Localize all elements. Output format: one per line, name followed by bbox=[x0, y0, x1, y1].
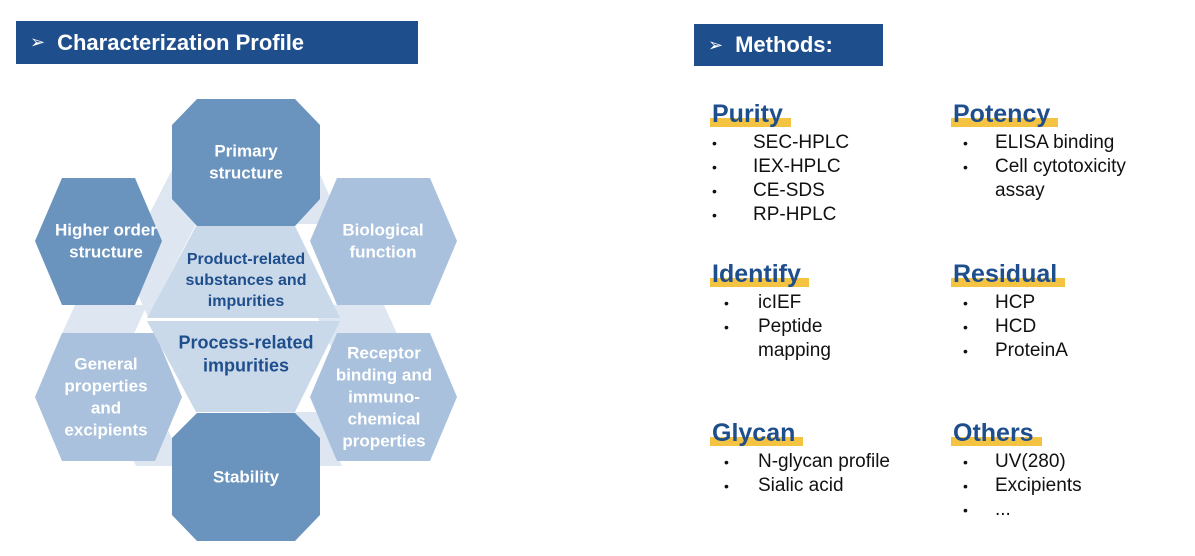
hexagon-shape bbox=[310, 178, 457, 305]
list-item: •Peptide mapping bbox=[724, 316, 831, 361]
list-item: •Excipients bbox=[963, 475, 1082, 496]
method-residual: Residual •HCP •HCD •ProteinA bbox=[951, 259, 1153, 363]
banner-title: Methods: bbox=[735, 32, 833, 57]
hexagon-label: Biological bbox=[342, 220, 423, 239]
hexagon-label: Product-related bbox=[187, 251, 305, 268]
hexagon-biological: Biological function bbox=[310, 178, 457, 305]
list-item: •HCD bbox=[963, 316, 1037, 337]
hexagon-label: immuno- bbox=[348, 387, 420, 406]
list-item: •icIEF bbox=[724, 292, 802, 313]
list-item: •HCP bbox=[963, 292, 1036, 313]
glycan-list: •N-glycan profile •Sialic acid bbox=[712, 450, 932, 498]
hexagon-label: Receptor bbox=[347, 343, 421, 362]
method-glycan: Glycan •N-glycan profile •Sialic acid bbox=[710, 418, 932, 498]
list-item: •RP-HPLC bbox=[712, 204, 837, 225]
hexagon-primary: Primary structure bbox=[172, 99, 320, 226]
list-item: •CE-SDS bbox=[712, 180, 825, 201]
hexagon-label: structure bbox=[69, 242, 143, 261]
hexagon-shape bbox=[172, 99, 320, 226]
list-item: •ELISA binding bbox=[963, 132, 1115, 153]
title-highlight bbox=[710, 278, 809, 287]
list-item: •Sialic acid bbox=[724, 475, 844, 496]
hexagon-label: and bbox=[91, 398, 121, 417]
hexagon-shape bbox=[147, 226, 340, 318]
hexagon-label: Process-related bbox=[178, 332, 313, 352]
arrow-bullet-icon: ➢ bbox=[708, 34, 724, 55]
list-item: •SEC-HPLC bbox=[712, 132, 850, 153]
list-item: •ProteinA bbox=[963, 340, 1068, 361]
hexagon-label: General bbox=[74, 354, 137, 373]
hexagon-product: Product-related substances and impurities bbox=[147, 226, 340, 318]
title-highlight bbox=[710, 437, 804, 446]
hexagon-shape bbox=[147, 321, 340, 412]
method-others: Others •UV(280) •Excipients •... bbox=[951, 418, 1153, 522]
hexagon-shape bbox=[172, 413, 320, 541]
hexagon-shape bbox=[35, 178, 162, 305]
residual-title: Residual bbox=[951, 259, 1066, 289]
hexagon-label: substances and bbox=[186, 272, 307, 289]
hexagon-label: impurities bbox=[208, 293, 285, 310]
hexagon-label: excipients bbox=[64, 420, 147, 439]
method-identify: Identify •icIEF •Peptide mapping bbox=[710, 259, 857, 363]
list-item: •IEX-HPLC bbox=[712, 156, 841, 177]
hexagon-label: Primary bbox=[214, 141, 278, 160]
list-item: •... bbox=[963, 499, 1011, 520]
method-potency: Potency •ELISA binding •Cell cytotoxicit… bbox=[951, 99, 1158, 203]
hexagon-stability: Stability bbox=[172, 413, 320, 541]
hexagon-receptor: Receptor binding and immuno-chemical proper… bbox=[310, 333, 457, 461]
title-highlight bbox=[951, 437, 1042, 446]
identify-title: Identify bbox=[710, 259, 809, 289]
hexagon-label: chemical bbox=[348, 409, 421, 428]
hexagon-label: binding and bbox=[336, 365, 432, 384]
methods-banner: ➢ Methods: bbox=[694, 24, 883, 66]
banner-title: Characterization Profile bbox=[57, 29, 305, 55]
hexagon-label: structure bbox=[209, 163, 283, 182]
characterization-profile-banner: ➢ Characterization Profile bbox=[16, 21, 418, 64]
hexagon-label: impurities bbox=[203, 355, 289, 375]
glycan-title: Glycan bbox=[710, 418, 804, 448]
hexagon-higher: Higher order structure bbox=[35, 178, 162, 305]
purity-title: Purity bbox=[710, 99, 791, 129]
hexagon-label: properties bbox=[342, 431, 425, 450]
hexagon-shape bbox=[35, 333, 182, 461]
title-highlight bbox=[951, 278, 1066, 287]
arrow-bullet-icon: ➢ bbox=[30, 32, 46, 52]
identify-list: •icIEF •Peptide mapping bbox=[712, 291, 857, 363]
hexagon-shape bbox=[310, 333, 457, 461]
list-item: •N-glycan profile bbox=[724, 451, 890, 472]
residual-list: •HCP •HCD •ProteinA bbox=[953, 291, 1153, 363]
hexagon-process: Process-related impurities bbox=[147, 321, 340, 412]
title-highlight bbox=[710, 118, 791, 127]
potency-title: Potency bbox=[951, 99, 1059, 129]
title-highlight bbox=[951, 118, 1059, 127]
purity-list: •SEC-HPLC •IEX-HPLC •CE-SDS •RP-HPLC bbox=[712, 131, 932, 227]
list-item: •UV(280) bbox=[963, 451, 1066, 472]
hexagon-label: properties bbox=[64, 376, 147, 395]
method-purity: Purity •SEC-HPLC •IEX-HPLC •CE-SDS •RP-H… bbox=[710, 99, 932, 227]
hexagon-label: Higher order bbox=[55, 220, 157, 239]
list-item: •Cell cytotoxicity assay bbox=[963, 156, 1126, 201]
others-list: •UV(280) •Excipients •... bbox=[953, 450, 1153, 522]
hexagon-general: General properties and excipients bbox=[35, 333, 182, 461]
potency-list: •ELISA binding •Cell cytotoxicity assay bbox=[953, 131, 1158, 203]
hexagon-label: function bbox=[349, 242, 416, 261]
hexagon-label: Stability bbox=[213, 467, 280, 486]
others-title: Others bbox=[951, 418, 1042, 448]
